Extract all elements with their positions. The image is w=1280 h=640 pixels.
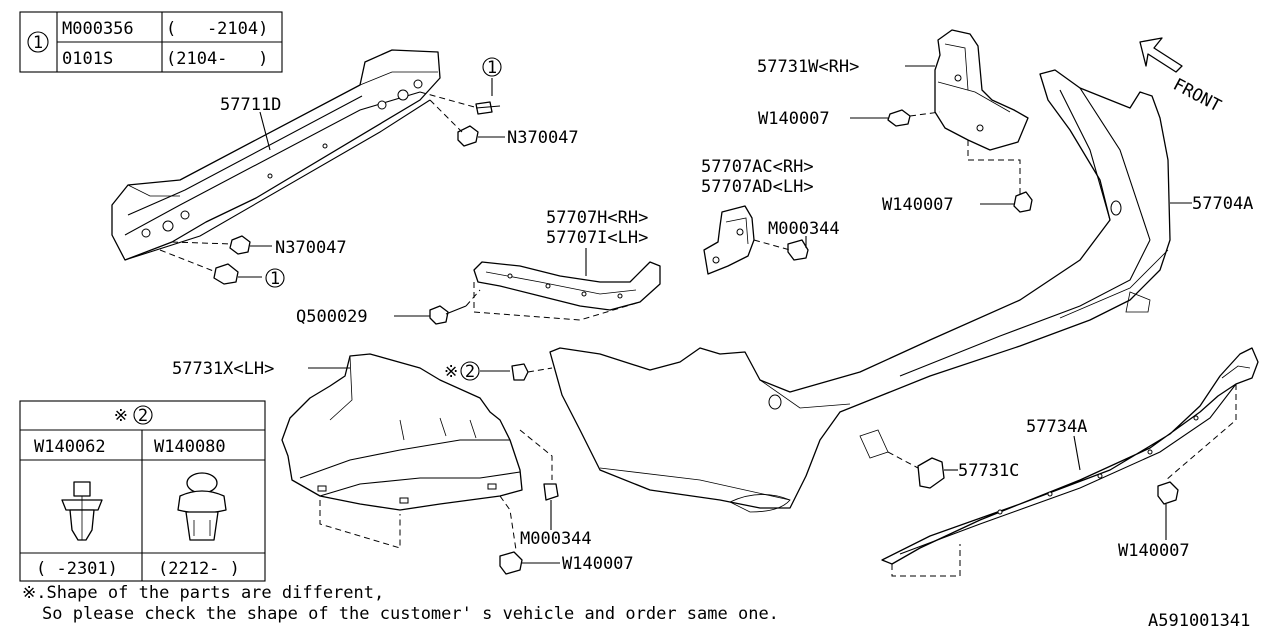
upper-bolt [475,78,501,115]
label-bracket-lower-lh: 57731X<LH> [172,359,274,379]
clip-w-lower [499,551,523,575]
label-screw-q: Q500029 [296,307,368,327]
rear-bumper-face [549,69,1171,513]
label-side-bracket-rh: 57707AC<RH> [701,157,814,177]
side-rail [473,261,661,311]
upper-bracket-rh [934,29,1029,151]
label-rail-rh: 57707H<RH> [546,208,648,228]
label-bolt-upper-key: 1 [487,58,497,78]
label-clip-key: 2 [465,362,475,382]
label-lower-trim: 57734A [1026,417,1087,437]
label-reinforcement: 57711D [220,95,281,115]
label-clip-w-upper: W140007 [758,109,830,129]
label-nut-upper: N370047 [507,128,579,148]
lower-bracket-lh [281,353,523,511]
ref-key-number: 1 [33,33,43,53]
bolt-upper-key-circle [482,57,502,77]
bolt-lower-key-circle [265,268,285,288]
label-bolt-lower-key: 1 [270,269,280,289]
label-screw-m-lower: M000344 [520,529,592,549]
ref-row-1-range: ( -2104) [166,19,268,39]
tow-hook-cover [917,457,945,489]
ref-key-circle [27,31,49,53]
label-screw-m-upper: M000344 [768,219,840,239]
label-clip-w-lower: W140007 [562,554,634,574]
label-nut-lower: N370047 [275,238,347,258]
label-bumper-face: 57704A [1192,194,1253,214]
push-clip-small [511,363,529,381]
clip-table-mark: ※ [114,406,128,426]
lower-trim-panel [881,347,1259,565]
clip-table-key: 2 [138,406,148,426]
clip-w-upper [887,109,911,127]
clip-w-mid [1013,191,1033,213]
clip-col-2-range: (2212- ) [158,559,240,579]
screw-q [429,305,467,325]
label-cover-c: 57731C [958,461,1019,481]
label-clip-w-right: W140007 [1118,541,1190,561]
label-front-arrow: FRONT [1170,75,1225,117]
clip-key-circle [460,361,480,381]
clip-table-2: ※ 2 W140062 W140080 ( -2301) (2212- ) [19,400,266,582]
push-clip-w140062-icon [61,481,103,541]
diagram-id: A591001341 [1148,611,1250,631]
clip-col-1-part: W140062 [34,437,106,457]
note-line-2: So please check the shape of the custome… [42,604,779,624]
screw-m-lower [543,483,559,512]
push-clip-w140080-icon [177,472,227,541]
label-side-bracket-lh: 57707AD<LH> [701,177,814,197]
ref-row-2-part: 0101S [62,49,113,69]
side-bracket [703,205,755,275]
lower-bolt [213,263,262,285]
clip-w-right [1157,481,1179,505]
upper-nut [457,125,505,147]
clip-col-1-range: ( -2301) [36,559,118,579]
clip-table-key-circle [133,405,153,425]
label-clip-w-mid: W140007 [882,195,954,215]
label-rail-lh: 57707I<LH> [546,228,648,248]
label-clip-key-mark: ※ [444,362,458,382]
label-bracket-upper-rh: 57731W<RH> [757,57,859,77]
lower-nut [229,235,272,255]
screw-m-upper [787,239,809,261]
bumper-reinforcement-beam [111,49,441,261]
note-line-1: ※.Shape of the parts are different, [22,583,384,603]
clip-col-2-part: W140080 [154,437,226,457]
ref-row-2-range: (2104- ) [166,49,268,69]
reference-table-1: 1 M000356 ( -2104) 0101S (2104- ) [19,11,283,73]
ref-row-1-part: M000356 [62,19,134,39]
